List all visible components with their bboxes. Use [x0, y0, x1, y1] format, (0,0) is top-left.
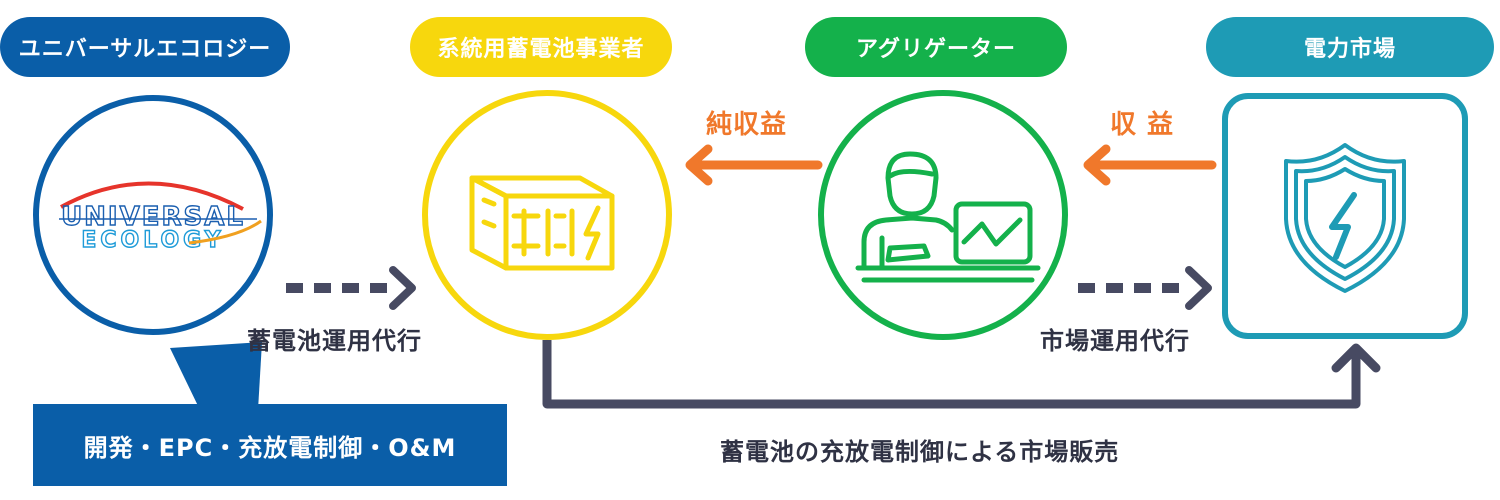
node-aggregator [818, 90, 1068, 340]
node-universal-ecology: UNIVERSAL ECOLOGY [33, 95, 273, 335]
operator-laptop-icon [855, 151, 1041, 283]
universal-ecology-logo-icon: UNIVERSAL ECOLOGY [59, 181, 262, 254]
services-callout-text: 開発・EPC・充放電制御・O&M [83, 433, 457, 462]
orange-arrow-revenue [1083, 144, 1217, 186]
label-market-sales: 蓄電池の充放電制御による市場販売 [720, 438, 1120, 466]
dashed-arrow-left [286, 266, 416, 310]
label-revenue: 収 益 [1110, 110, 1175, 140]
pill-power-market-label: 電力市場 [1303, 37, 1396, 62]
pill-power-market: 電力市場 [1206, 17, 1494, 77]
pill-universal-ecology: ユニバーサルエコロジー [0, 17, 290, 77]
node-power-market [1222, 93, 1468, 339]
battery-container-icon [469, 175, 615, 271]
lightning-shield-icon [1284, 143, 1406, 293]
pill-battery-operator-label: 系統用蓄電池事業者 [437, 37, 645, 62]
label-market-operation: 市場運用代行 [1040, 327, 1190, 355]
pill-aggregator-label: アグリゲーター [856, 37, 1016, 62]
pill-battery-operator: 系統用蓄電池事業者 [410, 17, 672, 77]
callout-tail [170, 342, 262, 410]
pill-aggregator: アグリゲーター [805, 17, 1067, 77]
services-callout: 開発・EPC・充放電制御・O&M [33, 404, 507, 486]
market-sales-path [542, 340, 1381, 409]
logo-line1: UNIVERSAL [61, 202, 245, 232]
orange-arrow-net-revenue [685, 144, 823, 186]
dashed-arrow-right [1078, 266, 1212, 310]
pill-universal-ecology-label: ユニバーサルエコロジー [18, 37, 272, 62]
label-storage-operation: 蓄電池運用代行 [247, 327, 422, 355]
label-net-revenue: 純収益 [706, 110, 788, 140]
node-battery-operator [422, 90, 672, 340]
